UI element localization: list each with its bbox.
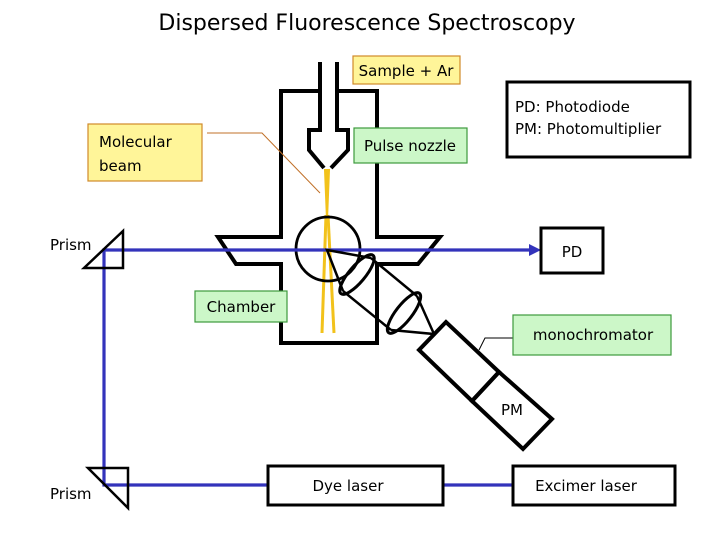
pd-label: PD <box>562 243 583 261</box>
monochromator-leader <box>478 337 513 351</box>
molecular-beam-leader <box>207 132 321 194</box>
molecular-beam-label-2: beam <box>99 157 142 175</box>
arrowhead-icon <box>529 244 541 256</box>
photodiode-box <box>539 226 605 275</box>
chamber-callout <box>194 290 288 323</box>
molecular-beam <box>320 169 336 334</box>
diagram-title: Dispersed Fluorescence Spectroscopy <box>158 11 575 36</box>
excimer-laser-label: Excimer laser <box>535 477 638 495</box>
pulse-nozzle-callout <box>353 127 468 164</box>
pulse-nozzle <box>307 62 350 170</box>
legend-line-2: PM: Photomultiplier <box>515 120 662 138</box>
monochromator-callout <box>512 314 672 356</box>
prism-top <box>80 228 125 270</box>
prism-top-label: Prism <box>50 236 92 254</box>
lens-2 <box>385 291 423 335</box>
monochromator-label: monochromator <box>533 326 654 344</box>
photomultiplier-body <box>469 369 555 452</box>
dye-laser-box <box>266 464 445 507</box>
dye-laser-label: Dye laser <box>313 477 385 495</box>
sample-callout <box>352 55 461 85</box>
prism-bottom <box>84 466 130 512</box>
chamber-outline <box>214 89 445 345</box>
laser-beam-path <box>102 244 541 487</box>
lens-1 <box>338 253 376 296</box>
pulse-nozzle-label: Pulse nozzle <box>364 137 456 155</box>
molecular-beam-callout <box>87 123 203 182</box>
excimer-laser-box <box>511 464 677 507</box>
legend-line-1: PD: Photodiode <box>515 98 630 116</box>
pm-label: PM <box>501 401 523 419</box>
sample-label: Sample + Ar <box>359 62 455 80</box>
prism-bottom-label: Prism <box>50 485 92 503</box>
legend-box <box>505 80 692 159</box>
molecular-beam-label-1: Molecular <box>99 133 173 151</box>
chamber-label: Chamber <box>207 298 277 316</box>
